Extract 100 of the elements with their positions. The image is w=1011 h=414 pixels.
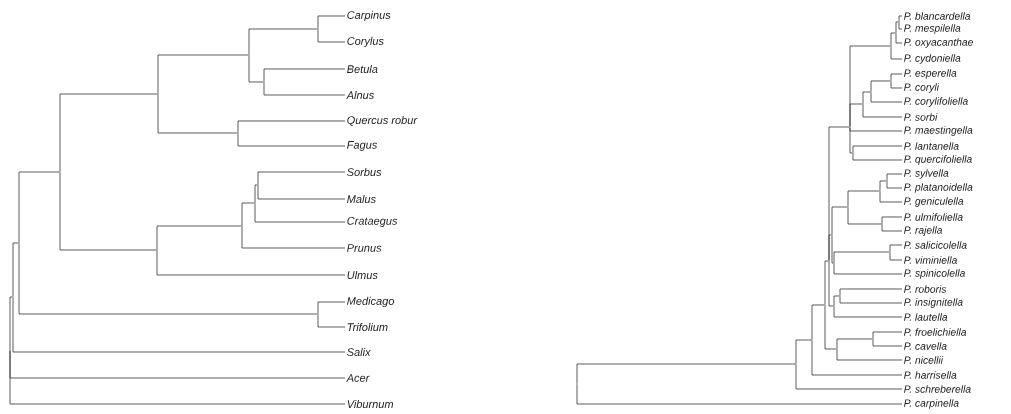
species-label: P. geniculella bbox=[904, 197, 964, 207]
tree-branch bbox=[18, 171, 60, 243]
tree-branch bbox=[12, 297, 346, 353]
species-label: P. cydoniella bbox=[904, 54, 961, 64]
tree-branch bbox=[9, 350, 346, 405]
species-label: Trifolium bbox=[347, 322, 388, 332]
species-label: P. ulmifoliella bbox=[904, 213, 963, 221]
tree-branch bbox=[156, 225, 242, 250]
tree-branch bbox=[881, 224, 903, 232]
tree-branch bbox=[811, 304, 825, 340]
tree-branch bbox=[576, 363, 796, 384]
tree-branch bbox=[824, 260, 829, 305]
tree-branch bbox=[836, 338, 873, 349]
species-label: Viburnum bbox=[347, 399, 394, 409]
tree-branch bbox=[824, 305, 837, 350]
species-label: P. mespilella bbox=[904, 24, 961, 34]
tree-branch bbox=[852, 153, 903, 161]
tree-branch bbox=[828, 234, 832, 261]
species-label: P. froelichiella bbox=[904, 328, 967, 336]
tree-branch bbox=[872, 339, 903, 347]
tree-branch bbox=[317, 301, 346, 314]
species-label: P. esperella bbox=[904, 69, 957, 79]
tree-branch bbox=[254, 203, 346, 223]
tree-branch bbox=[879, 180, 887, 191]
species-label: P. viminiella bbox=[904, 256, 957, 264]
species-label: Sorbus bbox=[347, 167, 382, 177]
tree-branch bbox=[157, 94, 238, 134]
tree-branch bbox=[890, 32, 896, 46]
tree-branch bbox=[895, 21, 899, 33]
species-label: P. coryli bbox=[904, 83, 940, 93]
species-label: P. platanoidella bbox=[904, 183, 973, 193]
tree-branch bbox=[839, 288, 903, 296]
tree-branch bbox=[849, 127, 853, 154]
tree-branch bbox=[241, 226, 346, 249]
tree-branch bbox=[839, 296, 903, 304]
species-label: Ulmus bbox=[347, 270, 378, 280]
species-label: P. roboris bbox=[904, 285, 947, 293]
species-label: P. schreberella bbox=[904, 385, 971, 393]
tree-branch bbox=[833, 306, 903, 318]
species-label: P. quercifoliella bbox=[904, 155, 972, 165]
tree-branch bbox=[317, 314, 346, 328]
tree-branch bbox=[263, 82, 346, 96]
tree-branch bbox=[889, 244, 903, 252]
species-label: Quercus robur bbox=[347, 115, 418, 126]
tree-branch bbox=[576, 384, 903, 405]
species-label: P. harrisella bbox=[904, 371, 957, 379]
tree-branch bbox=[828, 261, 834, 307]
tree-branch bbox=[12, 242, 19, 297]
species-label: P. rajella bbox=[904, 226, 943, 236]
tree-branch bbox=[895, 33, 903, 44]
tree-branch bbox=[879, 191, 903, 203]
tree-branch bbox=[872, 331, 903, 339]
tree-branch bbox=[890, 46, 903, 60]
tree-branch bbox=[890, 73, 903, 81]
tree-branch bbox=[886, 181, 903, 189]
tree-branch bbox=[237, 133, 346, 147]
species-label: P. cavella bbox=[904, 342, 947, 350]
tree-branch bbox=[254, 184, 258, 203]
species-label: Malus bbox=[347, 194, 376, 204]
tree-branch bbox=[257, 185, 346, 200]
tree-branch bbox=[833, 263, 903, 275]
tree-branch bbox=[317, 29, 346, 43]
tree-branch bbox=[317, 15, 346, 29]
tree-branch bbox=[257, 171, 346, 185]
tree-branch bbox=[847, 190, 880, 207]
tree-branch bbox=[263, 68, 346, 82]
tree-branch bbox=[833, 295, 840, 306]
tree-branch bbox=[241, 202, 255, 226]
species-label: P. salicicolella bbox=[904, 241, 967, 249]
species-label: Salix bbox=[347, 347, 371, 357]
tree-branch bbox=[237, 120, 346, 133]
tree-branch bbox=[795, 339, 812, 364]
tree-branch bbox=[157, 54, 249, 94]
tree-branch bbox=[156, 250, 346, 276]
species-label: P. lantanella bbox=[904, 142, 959, 150]
tree-branch bbox=[248, 55, 264, 83]
species-label: P. sorbi bbox=[904, 113, 938, 121]
tree-branch bbox=[852, 145, 903, 153]
species-label: Corylus bbox=[347, 36, 384, 48]
species-label: Crataegus bbox=[347, 217, 398, 227]
tree-branch bbox=[59, 93, 158, 172]
species-label: Carpinus bbox=[347, 10, 391, 22]
tree-branch bbox=[849, 127, 903, 132]
species-label: P. blancardella bbox=[904, 12, 971, 20]
tree-branch bbox=[795, 364, 903, 390]
tree-branch bbox=[889, 252, 903, 261]
species-label: P. nicellii bbox=[904, 356, 944, 364]
species-label: P. sylvella bbox=[904, 169, 949, 179]
species-label: P. maestingella bbox=[904, 126, 973, 136]
species-label: P. corylifoliella bbox=[904, 97, 968, 107]
tree-branch bbox=[836, 349, 903, 361]
tree-branch bbox=[870, 92, 903, 103]
species-label: P. lautella bbox=[904, 313, 948, 321]
tree-branch bbox=[898, 22, 903, 30]
species-label: P. oxyacanthae bbox=[904, 38, 973, 48]
tree-branch bbox=[833, 251, 890, 263]
tree-branch bbox=[847, 207, 882, 225]
species-label: Prunus bbox=[347, 244, 382, 252]
tree-branch bbox=[886, 173, 903, 181]
tree-branch bbox=[890, 81, 903, 89]
